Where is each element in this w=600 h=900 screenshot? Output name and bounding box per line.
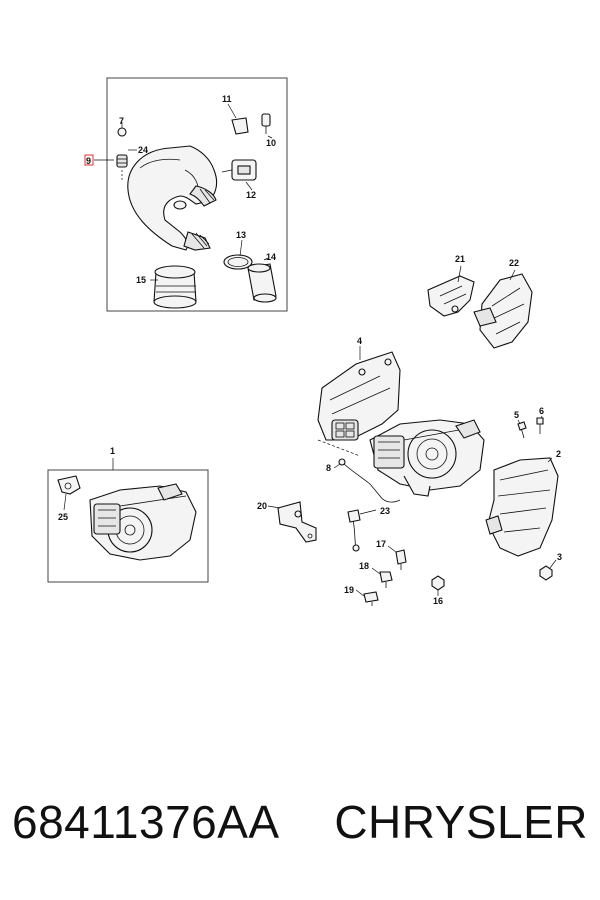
nut [539, 565, 553, 581]
fittings [363, 549, 445, 606]
turbo-heat-shield [485, 457, 559, 557]
callout-5: 5 [514, 410, 519, 420]
callout-13: 13 [236, 230, 246, 240]
sensor-bracket [231, 117, 249, 135]
callout-7: 7 [119, 116, 124, 126]
intake-tube [127, 145, 218, 251]
callout-21: 21 [455, 254, 465, 264]
nut-and-grommet [116, 127, 128, 182]
callout-15: 15 [136, 275, 146, 285]
brand-name: CHRYSLER [334, 796, 588, 848]
callout-9-highlight [84, 154, 94, 166]
support-bracket [277, 501, 317, 543]
callout-3: 3 [557, 552, 562, 562]
oil-feed-line [338, 458, 401, 503]
callout-1: 1 [110, 446, 115, 456]
leader-lines-top-left [94, 103, 273, 281]
callout-19: 19 [344, 585, 354, 595]
hose-clamp [223, 254, 253, 270]
callout-20: 20 [257, 501, 267, 511]
pressure-sensor [221, 159, 257, 181]
callout-2: 2 [556, 449, 561, 459]
heat-shield-turbo [473, 273, 533, 349]
oil-return-line [347, 509, 361, 552]
intake-detail-box [106, 77, 288, 312]
mounting-studs [517, 417, 544, 439]
turbo-detail-box [47, 469, 209, 583]
callout-18: 18 [359, 561, 369, 571]
callout-25: 25 [58, 512, 68, 522]
heat-shield-upper [427, 275, 475, 317]
part-number: 68411376AA [12, 796, 280, 848]
callout-22: 22 [509, 258, 519, 268]
manifold-bracket [317, 351, 401, 441]
footer: 68411376AA CHRYSLER [0, 795, 600, 865]
callout-4: 4 [357, 336, 362, 346]
temperature-sensor [261, 113, 271, 134]
callout-23: 23 [380, 506, 390, 516]
callout-24: 24 [138, 145, 148, 155]
callout-17: 17 [376, 539, 386, 549]
turbocharger-main [369, 419, 485, 497]
callout-16: 16 [433, 596, 443, 606]
turbocharger-assembly [89, 483, 197, 561]
callout-11: 11 [222, 94, 232, 104]
callout-6: 6 [539, 406, 544, 416]
callout-8: 8 [326, 463, 331, 473]
callout-14: 14 [266, 252, 276, 262]
actuator-sensor [57, 475, 81, 495]
hose-coupler [247, 263, 277, 303]
callout-9: 9 [86, 156, 91, 166]
callout-10: 10 [266, 138, 276, 148]
callout-12: 12 [246, 190, 256, 200]
intake-hose [153, 265, 197, 309]
